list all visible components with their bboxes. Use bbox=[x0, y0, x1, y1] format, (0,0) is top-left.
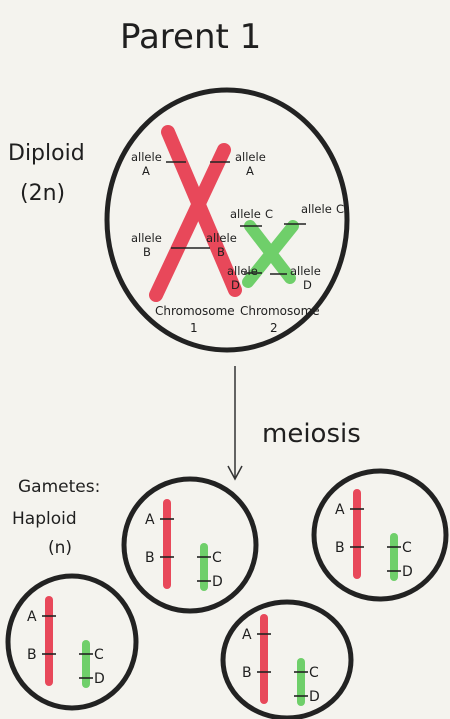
parent-cell: allele A allele A allele B allele B alle… bbox=[104, 87, 350, 353]
diploid-ploidy-label: (2n) bbox=[20, 181, 65, 206]
gamete-allele-label: A bbox=[242, 627, 252, 643]
diploid-label: Diploid bbox=[8, 141, 85, 166]
gamete-allele-label: B bbox=[242, 665, 252, 681]
gamete-allele-label: D bbox=[212, 574, 223, 590]
allele-c-letter-right: C bbox=[336, 202, 344, 216]
gamete-allele-label: A bbox=[27, 609, 37, 625]
gamete-allele-label: A bbox=[145, 512, 155, 528]
gamete-membrane bbox=[121, 476, 259, 614]
gamete-cell-2: A B CD bbox=[311, 468, 449, 602]
gamete-allele-label: C bbox=[94, 647, 104, 663]
gamete-allele-label: C bbox=[309, 665, 319, 681]
allele-a-word-right: allele bbox=[235, 150, 266, 164]
gamete-allele-label: C bbox=[402, 540, 412, 556]
gamete-allele-label: A bbox=[335, 502, 345, 518]
gamete-membrane bbox=[220, 599, 354, 719]
haploid-ploidy-label: (n) bbox=[48, 538, 72, 558]
gamete-membrane bbox=[311, 468, 449, 602]
allele-d-letter-right: D bbox=[303, 278, 312, 292]
allele-d-word-right: allele bbox=[290, 264, 321, 278]
gamete-allele-label: C bbox=[212, 550, 222, 566]
chromosome-2 bbox=[240, 220, 306, 288]
allele-b-word-right: allele bbox=[206, 231, 237, 245]
chromosome-1-label: Chromosome bbox=[155, 304, 235, 318]
gamete-cell-4: A B CD bbox=[220, 599, 354, 719]
meiosis-arrow bbox=[227, 366, 243, 481]
chromosome-1 bbox=[149, 125, 242, 302]
gamete-allele-label: D bbox=[402, 564, 413, 580]
allele-c-word-right: allele bbox=[301, 202, 332, 216]
chromosome-2-number: 2 bbox=[270, 321, 278, 335]
parent-cell-membrane bbox=[104, 87, 350, 353]
allele-a-letter-right: A bbox=[246, 164, 254, 178]
gamete-cell-1: A B CD bbox=[121, 476, 259, 614]
chromosome-1-number: 1 bbox=[190, 321, 198, 335]
chromosome-1-chromatid-right bbox=[149, 143, 231, 302]
page-title: Parent 1 bbox=[120, 17, 261, 57]
gamete-allele-label: D bbox=[309, 689, 320, 705]
gametes-label: Gametes: bbox=[18, 477, 100, 497]
gamete-allele-label: D bbox=[94, 671, 105, 687]
chromosome-2-label: Chromosome bbox=[240, 304, 320, 318]
allele-c-word-left: allele bbox=[230, 207, 261, 221]
haploid-label: Haploid bbox=[12, 509, 77, 529]
allele-c-letter-left: C bbox=[265, 207, 273, 221]
gamete-membrane bbox=[5, 573, 139, 711]
allele-d-word-left: allele bbox=[227, 264, 258, 278]
allele-d-letter-left: D bbox=[231, 278, 240, 292]
gamete-allele-label: B bbox=[27, 647, 37, 663]
gamete-allele-label: B bbox=[335, 540, 345, 556]
allele-b-word-left: allele bbox=[131, 231, 162, 245]
arrow-head-icon bbox=[227, 465, 243, 481]
allele-b-letter-left: B bbox=[143, 245, 151, 259]
allele-a-word-left: allele bbox=[131, 150, 162, 164]
gamete-allele-label: B bbox=[145, 550, 155, 566]
meiosis-label: meiosis bbox=[262, 419, 361, 449]
allele-b-letter-right: B bbox=[217, 245, 225, 259]
gamete-cell-3: A B CD bbox=[5, 573, 139, 711]
allele-a-letter-left: A bbox=[142, 164, 150, 178]
